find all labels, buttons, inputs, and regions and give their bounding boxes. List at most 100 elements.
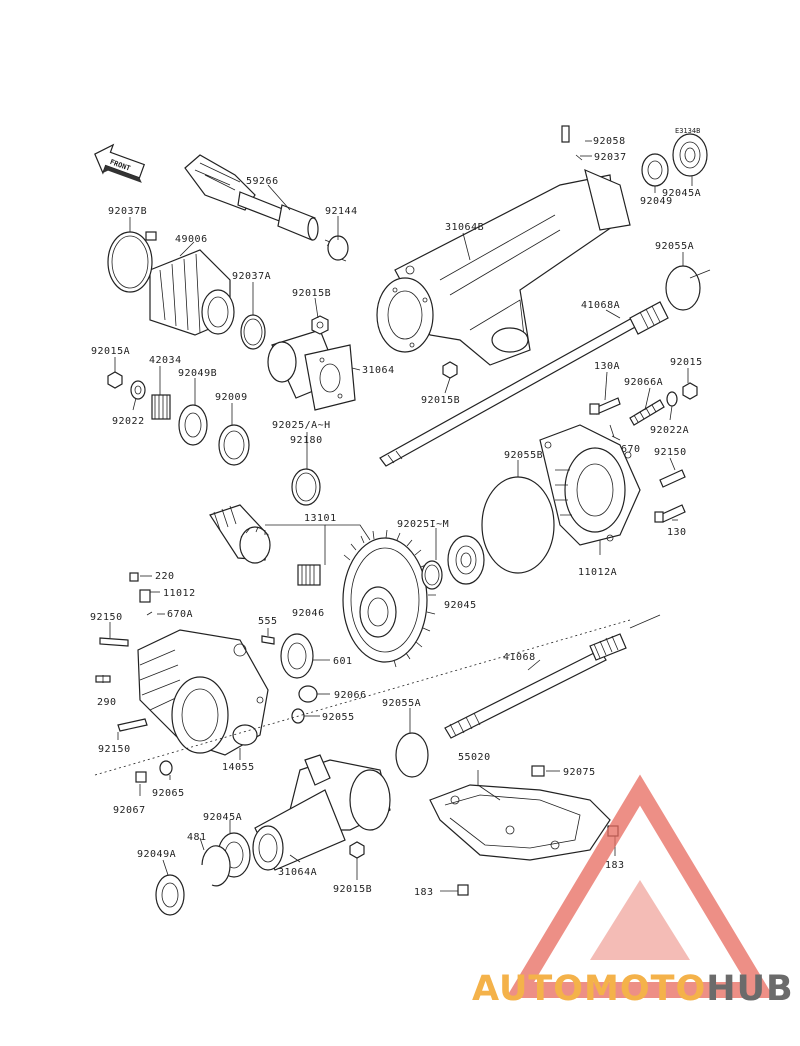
label-670a: 670A — [167, 609, 193, 620]
bolt-130-icon — [654, 504, 686, 523]
front-arrow-icon: FRONT — [94, 143, 146, 183]
label-92015: 92015 — [670, 357, 703, 368]
label-92015a: 92015A — [91, 346, 130, 357]
label-130: 130 — [667, 527, 687, 538]
label-92015b-b: 92015B — [421, 395, 460, 406]
washer-92022a-icon — [666, 391, 678, 407]
watermark-logo — [505, 774, 775, 998]
nut-92015b-a-icon — [311, 315, 329, 335]
ring-92180-icon — [291, 468, 321, 506]
label-92150-a: 92150 — [90, 612, 123, 623]
label-92009: 92009 — [215, 392, 248, 403]
pin-670-icon — [609, 424, 615, 438]
label-59266: 59266 — [246, 176, 279, 187]
watermark-brand-part2: HUB — [706, 969, 793, 1009]
label-11012: 11012 — [163, 588, 196, 599]
watermark-triangle-icon — [505, 774, 775, 998]
plug-11012-icon — [139, 589, 151, 603]
label-92055a-top: 92055A — [655, 241, 694, 252]
label-92058: 92058 — [593, 136, 626, 147]
leader-lines — [102, 140, 693, 892]
label-92049: 92049 — [640, 196, 673, 207]
bearing-42034-icon — [151, 394, 171, 420]
label-41068: 41068 — [503, 652, 536, 663]
label-14055: 14055 — [222, 762, 255, 773]
clamp-92037a-icon — [240, 314, 266, 350]
label-92025ah: 92025/A~H — [272, 420, 331, 431]
label-92015b-c: 92015B — [333, 884, 372, 895]
stud-92066a-icon — [629, 399, 665, 426]
label-42034: 42034 — [149, 355, 182, 366]
label-92049a: 92049A — [137, 849, 176, 860]
label-92046: 92046 — [292, 608, 325, 619]
cover-11012a-icon — [539, 424, 641, 546]
stud-92150-a-icon — [99, 637, 129, 647]
oring-92009-icon — [218, 424, 250, 466]
clamp-92037b-icon — [107, 231, 157, 293]
label-183-b: 183 — [605, 860, 625, 871]
label-92180: 92180 — [290, 435, 323, 446]
label-92022a: 92022A — [650, 425, 689, 436]
label-92066a: 92066A — [624, 377, 663, 388]
label-92065: 92065 — [152, 788, 185, 799]
label-11012a: 11012A — [578, 567, 617, 578]
nut-92015b-c-icon — [349, 841, 365, 859]
seal-92049-icon — [641, 153, 669, 187]
housing-31064a-icon — [252, 754, 391, 871]
pin-92037-icon — [575, 154, 583, 161]
label-92144: 92144 — [325, 206, 358, 217]
label-290: 290 — [97, 697, 117, 708]
label-92066: 92066 — [334, 690, 367, 701]
label-13101: 13101 — [304, 513, 337, 524]
washer-92065-icon — [159, 760, 173, 776]
label-92045a-top: 92045A — [662, 188, 701, 199]
bolt-220-icon — [129, 572, 139, 582]
shaft-41068-icon — [444, 633, 627, 739]
circlip-481-icon — [201, 845, 231, 887]
label-92075: 92075 — [563, 767, 596, 778]
bolt-130a-icon — [589, 397, 621, 415]
oring-92055a-b-icon — [395, 732, 429, 778]
ring-gear-icon — [342, 529, 436, 668]
shaft-41068a-icon — [379, 301, 669, 467]
stud-92150-b-icon — [117, 718, 148, 732]
pin-92058-icon — [561, 125, 570, 143]
label-92045a-b: 92045A — [203, 812, 242, 823]
bolt-183-a-icon — [457, 884, 469, 896]
label-92055b: 92055B — [504, 450, 543, 461]
cv-shaft-59266-icon — [184, 154, 319, 241]
label-92015b-a: 92015B — [292, 288, 331, 299]
housing-31064b-icon — [376, 168, 631, 366]
watermark-text: AUTOMOTOHUB — [472, 969, 794, 1009]
pin-670a-icon — [146, 611, 153, 616]
label-92022: 92022 — [112, 416, 145, 427]
label-31064a: 31064A — [278, 867, 317, 878]
guard-55020-icon — [429, 784, 611, 861]
label-481: 481 — [187, 832, 207, 843]
boot-49006-icon — [149, 249, 235, 336]
nut-92015-icon — [682, 382, 698, 400]
label-92037b: 92037B — [108, 206, 147, 217]
oring-92055a-top-icon — [665, 265, 701, 311]
label-670: 670 — [621, 444, 641, 455]
washer-92022-icon — [130, 380, 146, 400]
watermark-brand-part1: AUTOMOTO — [472, 969, 706, 1009]
label-92067: 92067 — [113, 805, 146, 816]
part-labels: 92058 92037 92049 92045A 59266 92144 920… — [90, 136, 703, 898]
stud-92150-r-icon — [659, 469, 686, 488]
label-92025im: 92025I~M — [397, 519, 449, 530]
nut-92015b-b-icon — [442, 361, 458, 379]
label-92049b: 92049B — [178, 368, 217, 379]
plug-92066-icon — [298, 685, 318, 703]
bolt-555-icon — [261, 635, 275, 645]
bearing-601-icon — [280, 633, 314, 679]
bolt-92067-icon — [135, 771, 147, 783]
seal-92049a-icon — [155, 874, 185, 916]
clip-92075-icon — [531, 765, 545, 777]
label-49006: 49006 — [175, 234, 208, 245]
spring-92144-icon — [324, 235, 349, 262]
nut-92015a-icon — [107, 371, 123, 389]
label-92150-b: 92150 — [98, 744, 131, 755]
label-220: 220 — [155, 571, 175, 582]
